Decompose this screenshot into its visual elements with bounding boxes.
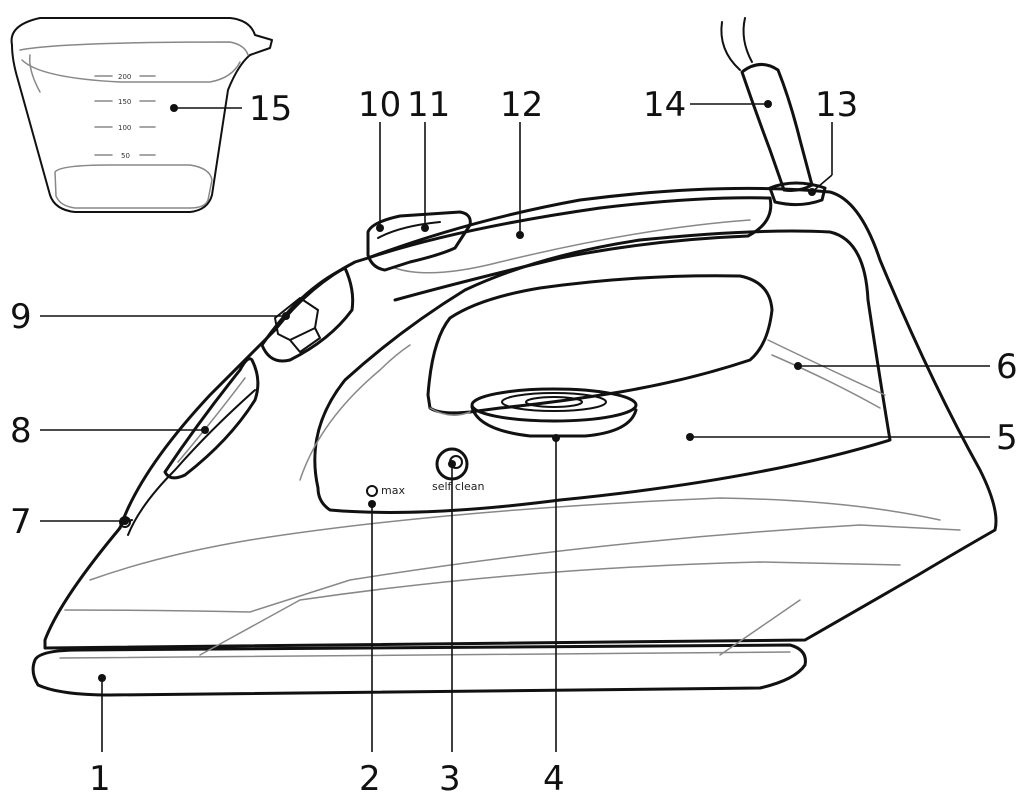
self-clean-label: self clean (432, 480, 485, 493)
callout-5: 5 (996, 418, 1018, 458)
leader-lines (40, 100, 990, 752)
cup-scale-50: 50 (121, 152, 130, 160)
callout-6: 6 (996, 347, 1018, 387)
callout-4: 4 (543, 759, 565, 799)
callout-12: 12 (500, 85, 543, 125)
callout-14: 14 (643, 85, 686, 125)
callout-2: 2 (359, 759, 381, 799)
callout-8: 8 (10, 411, 32, 451)
callout-1: 1 (89, 759, 111, 799)
callout-10: 10 (358, 85, 401, 125)
callout-7: 7 (10, 502, 32, 542)
max-label: max (381, 484, 405, 497)
callout-3: 3 (439, 759, 461, 799)
callout-13: 13 (815, 85, 858, 125)
callout-numbers: 1 2 3 4 5 6 7 8 9 10 11 12 13 14 15 (10, 85, 1018, 799)
callout-15: 15 (249, 89, 292, 129)
callout-11: 11 (407, 85, 450, 125)
cup-scale-200: 200 (118, 73, 131, 81)
measuring-cup: 200 150 100 50 (10, 17, 273, 213)
steam-iron: self clean max (31, 17, 998, 697)
cup-scale-150: 150 (118, 98, 131, 106)
cup-scale-100: 100 (118, 124, 131, 132)
callout-9: 9 (10, 297, 32, 337)
